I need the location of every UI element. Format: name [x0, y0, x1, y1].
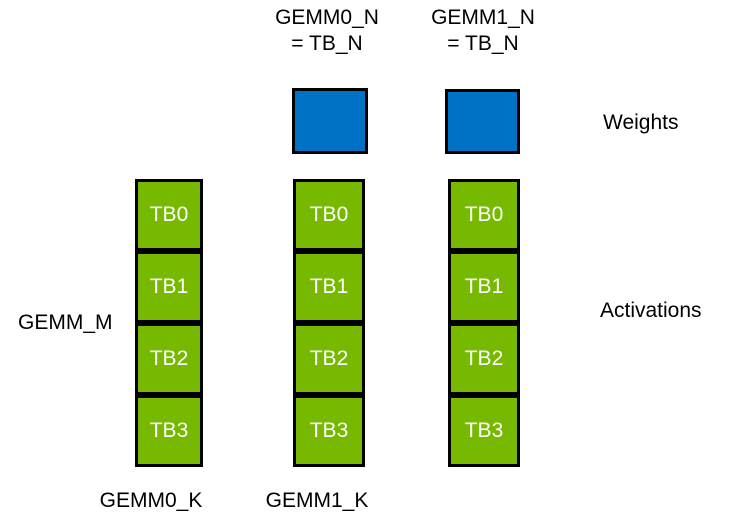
label-gemm-m: GEMM_M	[18, 311, 113, 334]
tb-cell: TB0	[135, 179, 203, 251]
tb-cell: TB2	[293, 323, 365, 395]
tb-cell: TB1	[448, 251, 520, 323]
tb-cell: TB0	[448, 179, 520, 251]
label-gemm1-k: GEMM1_K	[265, 489, 369, 512]
tb-cell: TB3	[293, 395, 365, 467]
activations-column-2: TB0 TB1 TB2 TB3	[293, 179, 365, 467]
label-gemm0-n-line2: = TB_N	[291, 32, 363, 55]
tb-cell: TB0	[293, 179, 365, 251]
tb-cell: TB1	[293, 251, 365, 323]
label-gemm0-n-line1: GEMM0_N	[275, 6, 379, 29]
label-gemm1-n-line1: GEMM1_N	[431, 6, 535, 29]
activations-column-3: TB0 TB1 TB2 TB3	[448, 179, 520, 467]
label-gemm0-n: GEMM0_N = TB_N	[247, 5, 407, 57]
weights-block-gemm1	[445, 89, 520, 154]
weights-block-gemm0	[292, 88, 368, 154]
label-gemm1-n-line2: = TB_N	[447, 32, 519, 55]
tb-cell: TB3	[135, 395, 203, 467]
tb-cell: TB1	[135, 251, 203, 323]
label-gemm1-n: GEMM1_N = TB_N	[403, 5, 563, 57]
tb-cell: TB2	[135, 323, 203, 395]
activations-column-1: TB0 TB1 TB2 TB3	[135, 179, 203, 467]
tb-cell: TB2	[448, 323, 520, 395]
label-gemm0-k: GEMM0_K	[99, 489, 203, 512]
label-activations: Activations	[600, 299, 702, 322]
label-weights: Weights	[603, 111, 679, 134]
tb-cell: TB3	[448, 395, 520, 467]
